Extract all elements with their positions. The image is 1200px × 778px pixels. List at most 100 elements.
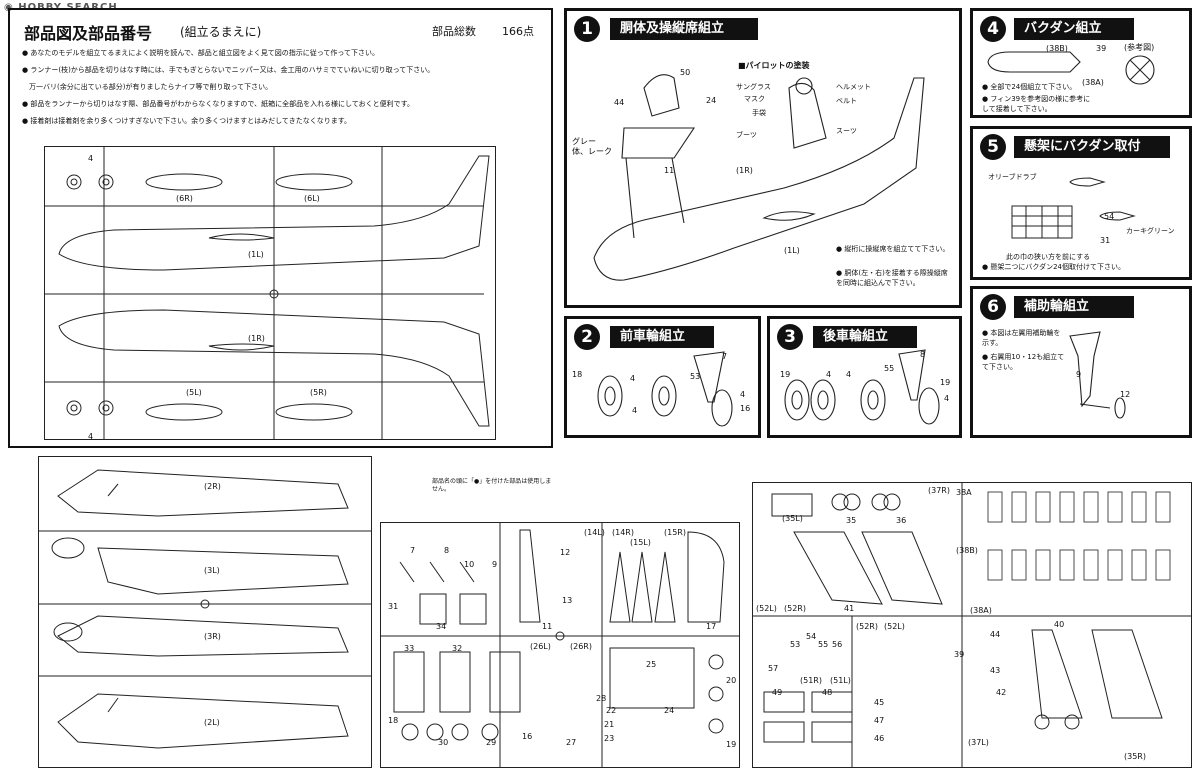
step-title: 懸架にバクダン取付 bbox=[1014, 136, 1170, 158]
part-label: 54 bbox=[806, 632, 817, 641]
part-label: (14R) bbox=[612, 528, 634, 537]
pilot-label: スーツ bbox=[836, 127, 857, 135]
part-label: 17 bbox=[706, 622, 717, 631]
watermark-logo-icon: ◉ bbox=[4, 2, 14, 13]
page-subtitle: (組立るまえに) bbox=[180, 25, 262, 39]
sprue-small-parts bbox=[380, 522, 740, 768]
part-label: 33 bbox=[404, 644, 415, 653]
part-label: (6L) bbox=[304, 194, 320, 203]
part-label: (2L) bbox=[204, 718, 220, 727]
part-label: 4 bbox=[846, 370, 852, 379]
step-note: 此の巾の狭い方を前にする bbox=[1006, 253, 1091, 261]
sprue-fuselage-drawing bbox=[44, 146, 490, 440]
part-label: (2R) bbox=[204, 482, 221, 491]
part-label: カーキグリーン bbox=[1126, 227, 1175, 235]
part-label: 46 bbox=[874, 734, 885, 743]
part-label: (5R) bbox=[310, 388, 327, 397]
instruction-item: ● ランナー(枝)から部品を切りはなす時には、手でもぎとらないでニッパー又は、金… bbox=[22, 66, 435, 74]
part-label: 4 bbox=[632, 406, 638, 415]
part-label: 27 bbox=[566, 738, 577, 747]
part-label: 16 bbox=[522, 732, 533, 741]
part-label: 11 bbox=[542, 622, 553, 631]
part-label: 21 bbox=[604, 720, 615, 729]
part-label: 4 bbox=[630, 374, 636, 383]
part-label: 28 bbox=[596, 694, 607, 703]
pilot-label: ブーツ bbox=[736, 131, 757, 139]
part-label: 4 bbox=[88, 432, 94, 441]
step-note: ● 本図は左翼用補助輪を示す。 bbox=[982, 329, 1061, 347]
part-label: (52R) bbox=[856, 622, 878, 631]
sprue-wings bbox=[38, 456, 372, 768]
part-label: 41 bbox=[844, 604, 855, 613]
part-label: 19 bbox=[726, 740, 737, 749]
part-label: 7 bbox=[722, 352, 728, 361]
part-label: 13 bbox=[562, 596, 573, 605]
part-label: 4 bbox=[740, 390, 746, 399]
part-label: 18 bbox=[572, 370, 583, 379]
part-label: 体、レーク bbox=[572, 147, 612, 156]
part-label: (3R) bbox=[204, 632, 221, 641]
page-title: 部品図及部品番号 bbox=[24, 24, 153, 43]
parts-total-label: 部品総数 bbox=[432, 25, 476, 38]
step-title: 前車輪組立 bbox=[610, 326, 714, 348]
sprue-small-parts-drawing bbox=[380, 522, 740, 768]
part-label: 12 bbox=[1120, 390, 1131, 399]
step-1-drawing bbox=[593, 74, 925, 281]
part-label: (1L) bbox=[248, 250, 264, 259]
step-number: 4 bbox=[980, 16, 1006, 42]
part-label: 38A bbox=[956, 488, 972, 497]
part-label: (26R) bbox=[570, 642, 592, 651]
pilot-label: ヘルメット bbox=[836, 83, 871, 91]
step-6-drawing bbox=[1069, 331, 1126, 419]
part-label: 24 bbox=[706, 96, 717, 105]
part-label: (38A) bbox=[970, 606, 992, 615]
step-4-drawing bbox=[987, 51, 1155, 85]
pilot-label: 手袋 bbox=[752, 109, 766, 117]
part-label: 34 bbox=[436, 622, 447, 631]
parts-diagram-panel bbox=[8, 8, 553, 448]
step-number: 5 bbox=[980, 134, 1006, 160]
part-label: 10 bbox=[464, 560, 475, 569]
part-label: 53 bbox=[690, 372, 701, 381]
part-label: (38B) bbox=[956, 546, 978, 555]
part-label: 8 bbox=[444, 546, 450, 555]
step-number: 3 bbox=[777, 324, 803, 350]
part-label: 22 bbox=[606, 706, 617, 715]
part-label: (51L) bbox=[830, 676, 851, 685]
step-title: 胴体及操縦席組立 bbox=[610, 18, 758, 40]
sprue-wings-drawing bbox=[38, 469, 372, 749]
part-label: 4 bbox=[88, 154, 94, 163]
part-label: 8 bbox=[920, 350, 926, 359]
part-label: オリーブドラブ bbox=[988, 173, 1037, 181]
part-label: (1R) bbox=[736, 166, 753, 175]
part-label: 44 bbox=[614, 98, 625, 107]
step-number: 2 bbox=[574, 324, 600, 350]
parts-total-count: 166点 bbox=[502, 25, 534, 38]
step-note: ● 縦桁に操縦席を組立てて下さい。 bbox=[836, 245, 950, 253]
step-5-drawing bbox=[1011, 177, 1136, 239]
pilot-paint-title: ■パイロットの塗装 bbox=[738, 61, 810, 70]
part-label: 30 bbox=[438, 738, 449, 747]
part-label: 55 bbox=[818, 640, 829, 649]
part-label: (51R) bbox=[800, 676, 822, 685]
step-note: ● 全部で24個組立て下さい。 bbox=[982, 83, 1077, 91]
step-number: 6 bbox=[980, 294, 1006, 320]
step-title: 後車輪組立 bbox=[813, 326, 917, 348]
instructions-list: ● あなたのモデルを組立てるまえによく説明を読んで、部品と組立図をよく見て図の指… bbox=[22, 48, 537, 127]
part-label: (14L) bbox=[584, 528, 605, 537]
step-number: 1 bbox=[574, 16, 600, 42]
part-label: 40 bbox=[1054, 620, 1065, 629]
part-label: (38B) bbox=[1046, 44, 1068, 53]
part-label: (52L) bbox=[884, 622, 905, 631]
part-label: 55 bbox=[884, 364, 895, 373]
part-label: 43 bbox=[990, 666, 1001, 675]
sprue-tail-parts bbox=[752, 482, 1192, 768]
part-label: (38A) bbox=[1082, 78, 1104, 87]
part-label: 7 bbox=[410, 546, 416, 555]
part-label: 12 bbox=[560, 548, 571, 557]
part-label: (35L) bbox=[782, 514, 803, 523]
part-label: 48 bbox=[822, 688, 833, 697]
part-label: 24 bbox=[664, 706, 675, 715]
part-label: 42 bbox=[996, 688, 1007, 697]
part-label: 56 bbox=[832, 640, 843, 649]
